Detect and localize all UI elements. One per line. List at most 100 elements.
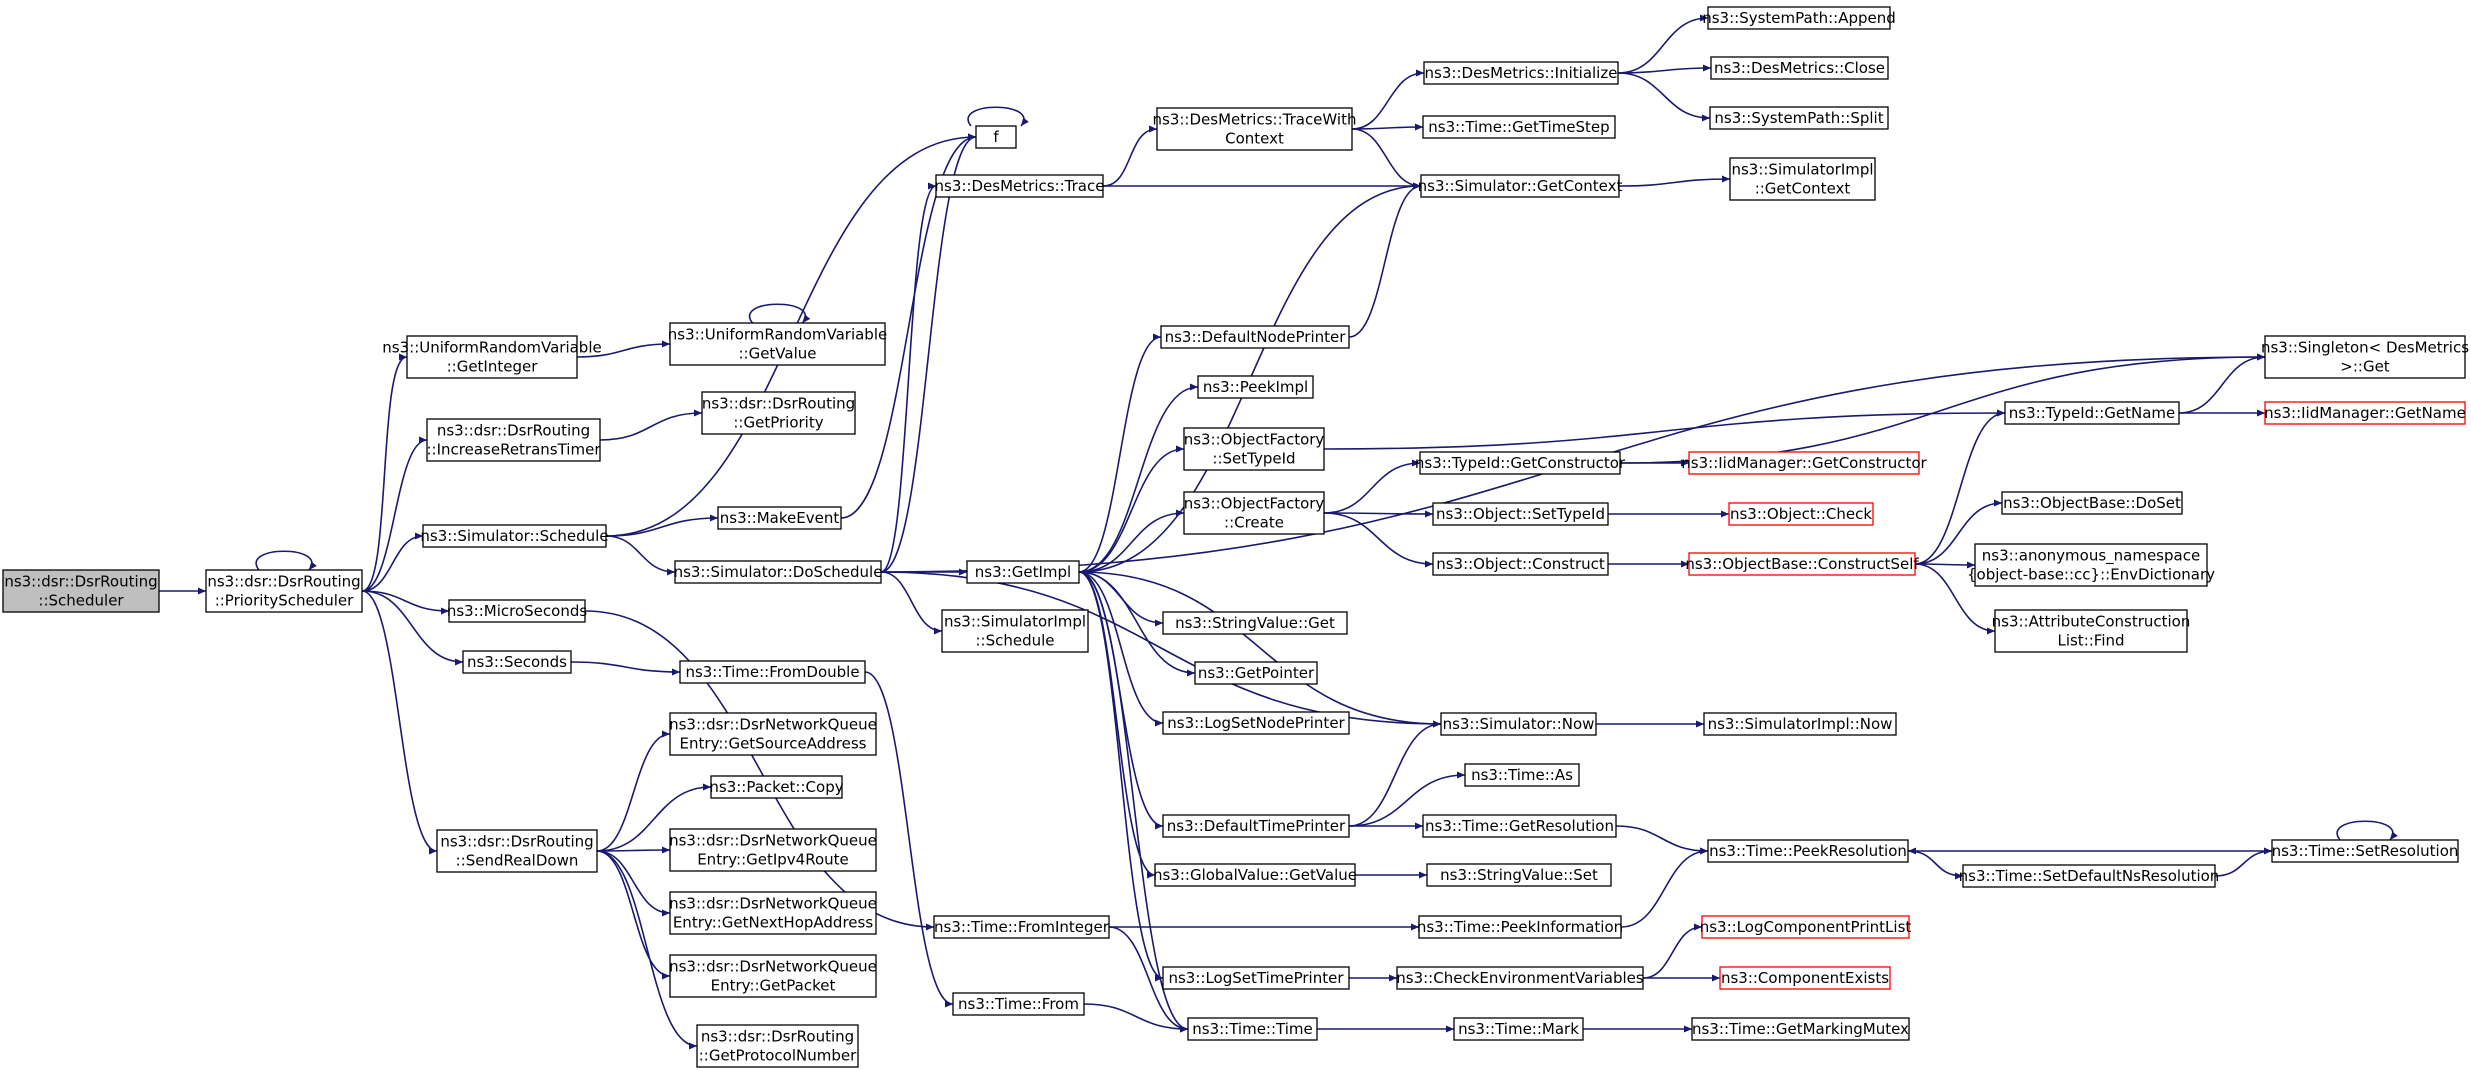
node-seconds[interactable]: ns3::Seconds [462,650,572,674]
node-time-peekinformation[interactable]: ns3::Time::PeekInformation [1417,915,1623,939]
node-stringvalue-get[interactable]: ns3::StringValue::Get [1162,611,1348,635]
node-box[interactable] [436,829,598,873]
node-box[interactable] [952,992,1085,1016]
node-time-getresolution[interactable]: ns3::Time::GetResolution [1422,814,1617,838]
node-box[interactable] [975,125,1017,149]
node-env-dictionary[interactable]: ns3::anonymous_namespace{object-base::cc… [1967,543,2215,587]
node-box[interactable] [422,524,607,548]
node-systempath-split[interactable]: ns3::SystemPath::Split [1709,106,1889,130]
node-box[interactable] [1432,502,1609,526]
node-box[interactable] [933,915,1110,939]
node-box[interactable] [2001,491,2183,515]
node-des-trace[interactable]: ns3::DesMetrics::Trace [935,174,1105,198]
node-microseconds[interactable]: ns3::MicroSeconds [447,599,588,623]
node-box[interactable] [1156,107,1353,151]
node-box[interactable] [1707,839,1909,863]
node-globalvalue-getvalue[interactable]: ns3::GlobalValue::GetValue [1153,863,1357,887]
node-time-from[interactable]: ns3::Time::From [952,992,1085,1016]
node-box[interactable] [669,954,877,998]
node-box[interactable] [1426,863,1612,887]
node-object-check[interactable]: ns3::Object::Check [1728,502,1874,526]
node-box[interactable] [1464,763,1580,787]
node-box[interactable] [1703,712,1897,736]
node-get-priority[interactable]: ns3::dsr::DsrRouting::GetPriority [701,391,856,435]
node-box[interactable] [2004,401,2180,425]
node-object-construct[interactable]: ns3::Object::Construct [1432,552,1609,576]
node-sim-schedule[interactable]: ns3::Simulator::Schedule [420,524,609,548]
node-component-exists[interactable]: ns3::ComponentExists [1719,966,1891,990]
node-typeid-getname[interactable]: ns3::TypeId::GetName [2004,401,2180,425]
node-box[interactable] [669,712,877,756]
node-objectbase-doset[interactable]: ns3::ObjectBase::DoSet [2001,491,2183,515]
node-objectbase-constructself[interactable]: ns3::ObjectBase::ConstructSelf [1685,552,1919,576]
node-box[interactable] [1962,864,2216,888]
node-box[interactable] [1162,966,1350,990]
node-box[interactable] [717,506,842,530]
node-box[interactable] [1453,1017,1584,1041]
node-box[interactable] [406,335,578,379]
node-box[interactable] [674,560,882,584]
node-box[interactable] [462,650,572,674]
node-typeid-getconstructor[interactable]: ns3::TypeId::GetConstructor [1415,451,1626,475]
node-time-frominteger[interactable]: ns3::Time::FromInteger [933,915,1110,939]
node-sim-getcontext[interactable]: ns3::Simulator::GetContext [1418,174,1623,198]
node-box[interactable] [935,174,1104,198]
node-box[interactable] [1162,814,1350,838]
node-time-mark[interactable]: ns3::Time::Mark [1453,1017,1584,1041]
node-box[interactable] [1160,325,1350,349]
node-box[interactable] [1162,611,1348,635]
node-box[interactable] [1162,711,1350,735]
node-iidmanager-getname[interactable]: ns3::IidManager::GetName [2264,401,2466,425]
node-default-node-printer[interactable]: ns3::DefaultNodePrinter [1160,325,1350,349]
node-box[interactable] [669,828,877,872]
node-urv-getvalue[interactable]: ns3::UniformRandomVariable::GetValue [668,322,887,366]
node-log-set-time-printer[interactable]: ns3::LogSetTimePrinter [1162,966,1350,990]
node-check-env-vars[interactable]: ns3::CheckEnvironmentVariables [1396,966,1644,990]
node-time-getmarkingmutex[interactable]: ns3::Time::GetMarkingMutex [1691,1017,1910,1041]
node-box[interactable] [1440,712,1597,736]
node-box[interactable] [1432,552,1609,576]
node-sim-doschedule[interactable]: ns3::Simulator::DoSchedule [674,560,883,584]
node-nq-ipv4route[interactable]: ns3::dsr::DsrNetworkQueueEntry::GetIpv4R… [669,828,877,872]
node-log-set-node-printer[interactable]: ns3::LogSetNodePrinter [1162,711,1350,735]
node-box[interactable] [1728,502,1874,526]
node-of-settypeid[interactable]: ns3::ObjectFactory::SetTypeId [1183,427,1325,471]
node-simimpl-now[interactable]: ns3::SimulatorImpl::Now [1703,712,1897,736]
node-box[interactable] [2264,335,2466,379]
node-des-close[interactable]: ns3::DesMetrics::Close [1710,56,1889,80]
node-box[interactable] [1183,427,1325,471]
node-box[interactable] [1423,61,1619,85]
node-simimpl-getcontext[interactable]: ns3::SimulatorImpl::GetContext [1729,157,1876,201]
node-box[interactable] [1418,915,1622,939]
node-get-protocol-number[interactable]: ns3::dsr::DsrRouting::GetProtocolNumber [696,1024,859,1068]
node-time-setresolution[interactable]: ns3::Time::SetResolution [2271,839,2459,863]
node-sim-now[interactable]: ns3::Simulator::Now [1440,712,1597,736]
node-box[interactable] [941,609,1089,653]
node-box[interactable] [1729,157,1876,201]
node-box[interactable] [1197,375,1314,399]
node-get-impl[interactable]: ns3::GetImpl [966,560,1080,584]
node-box[interactable] [669,891,877,935]
node-iidmanager-getconstructor[interactable]: ns3::IidManager::GetConstructor [1681,451,1928,475]
node-box[interactable] [701,391,856,435]
node-box[interactable] [1974,543,2208,587]
node-time-time[interactable]: ns3::Time::Time [1187,1017,1318,1041]
node-box[interactable] [966,560,1080,584]
node-time-as[interactable]: ns3::Time::As [1464,763,1580,787]
node-box[interactable] [669,322,886,366]
node-nq-srcaddr[interactable]: ns3::dsr::DsrNetworkQueueEntry::GetSourc… [669,712,877,756]
node-simimpl-schedule[interactable]: ns3::SimulatorImpl::Schedule [941,609,1089,653]
node-box[interactable] [1187,1017,1318,1041]
node-box[interactable] [1994,609,2188,653]
node-time-peekresolution[interactable]: ns3::Time::PeekResolution [1707,839,1909,863]
node-time-fromdouble[interactable]: ns3::Time::FromDouble [679,660,866,684]
node-nq-packet[interactable]: ns3::dsr::DsrNetworkQueueEntry::GetPacke… [669,954,877,998]
node-box[interactable] [2264,401,2466,425]
node-increase-retrans[interactable]: ns3::dsr::DsrRouting::IncreaseRetransTim… [426,418,601,462]
node-priority-scheduler[interactable]: ns3::dsr::DsrRouting::PriorityScheduler [205,569,363,613]
node-box[interactable] [1194,661,1318,685]
node-box[interactable] [1719,966,1891,990]
node-box[interactable] [1701,915,1910,939]
node-scheduler[interactable]: ns3::dsr::DsrRouting::Scheduler [2,569,160,613]
